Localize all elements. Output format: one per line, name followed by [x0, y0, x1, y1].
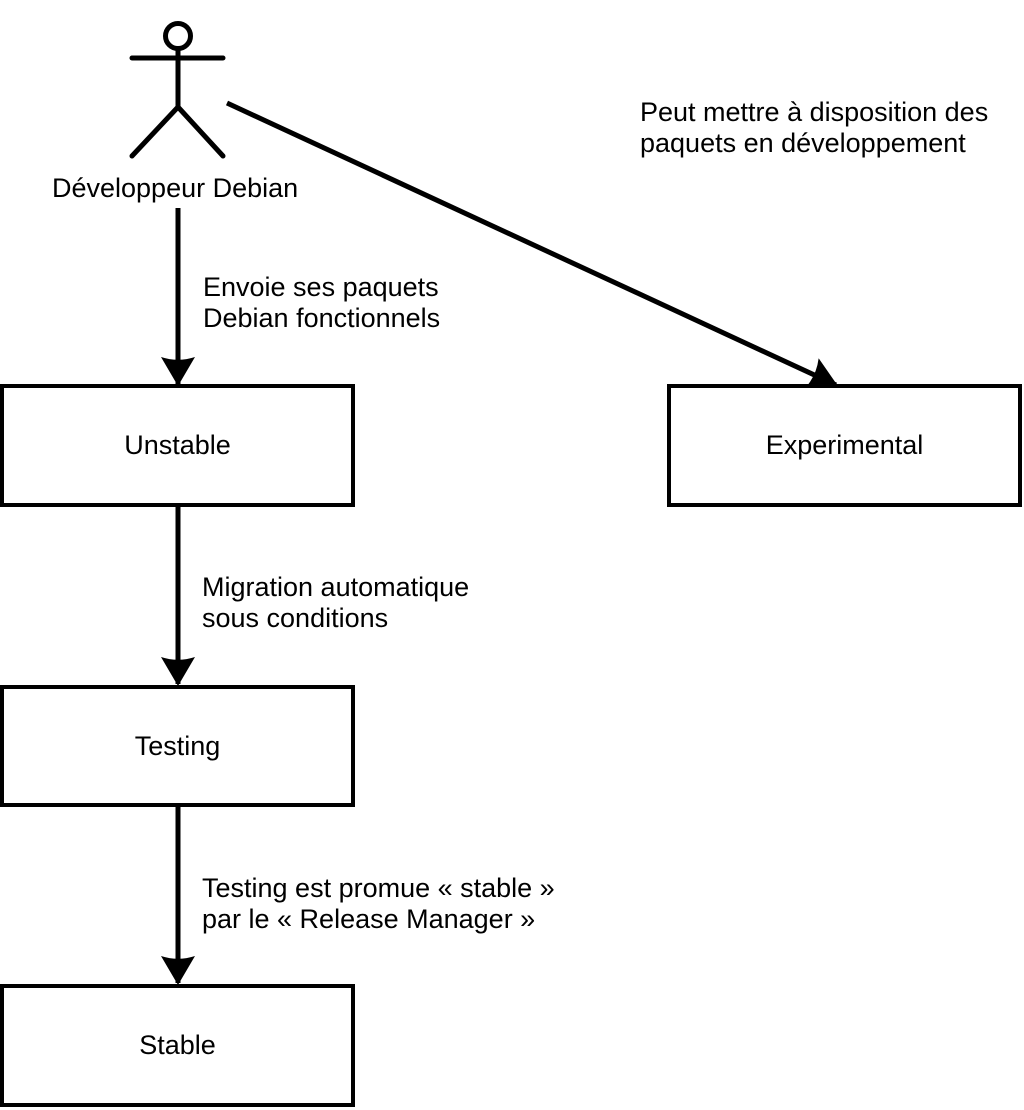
edge-label-line: Testing est promue « stable » [202, 873, 555, 903]
edge-label-unstable-to-testing: Migration automatique sous conditions [202, 572, 469, 634]
node-unstable: Unstable [0, 384, 355, 507]
node-unstable-label: Unstable [124, 430, 231, 460]
actor-label: Développeur Debian [52, 173, 299, 203]
edge-label-line: Envoie ses paquets [203, 272, 439, 302]
node-stable: Stable [0, 984, 355, 1107]
edge-label-line: sous conditions [202, 603, 389, 633]
edge-label-line: par le « Release Manager » [202, 904, 536, 934]
edge-label-developer-to-unstable: Envoie ses paquets Debian fonctionnels [203, 272, 440, 334]
edge-label-line: Peut mettre à disposition des [640, 97, 989, 127]
node-experimental: Experimental [667, 384, 1022, 507]
arrow-developer-to-experimental [225, 100, 838, 390]
edge-label-developer-to-experimental: Peut mettre à disposition des paquets en… [640, 97, 988, 159]
actor-right-leg [175, 104, 226, 159]
edge-label-line: paquets en développement [640, 128, 966, 158]
edge-label-testing-to-stable: Testing est promue « stable » par le « R… [202, 873, 555, 935]
node-experimental-label: Experimental [765, 430, 924, 460]
node-testing-label: Testing [134, 730, 221, 761]
actor-head [163, 21, 193, 51]
edge-label-line: Debian fonctionnels [203, 303, 441, 333]
node-testing: Testing [0, 685, 355, 807]
actor-stick-figure-icon [129, 21, 226, 159]
edge-label-line: Migration automatique [202, 572, 470, 602]
node-stable-label: Stable [139, 1030, 216, 1060]
actor-left-leg [129, 104, 181, 159]
